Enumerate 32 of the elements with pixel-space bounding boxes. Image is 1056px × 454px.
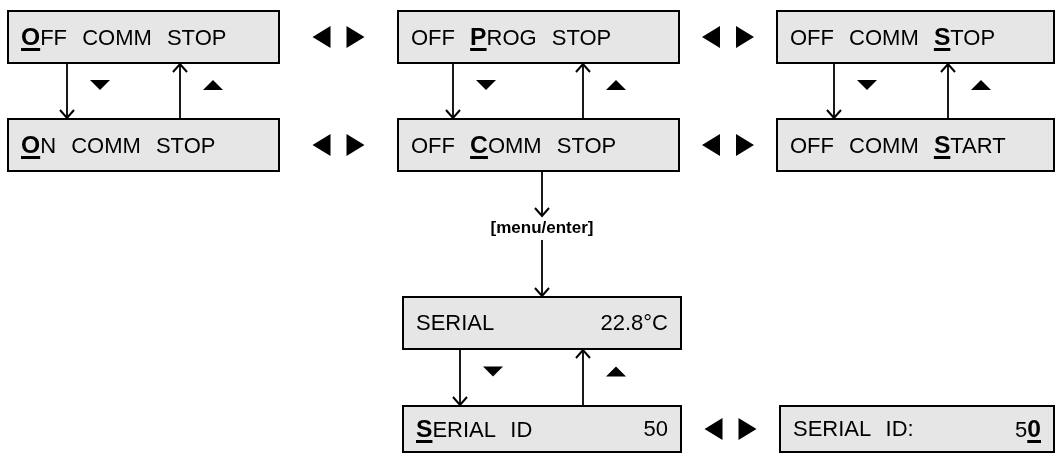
display-text: OFF COMM START xyxy=(790,131,1006,159)
display-text: 22.8°C xyxy=(600,310,668,336)
arrow xyxy=(172,63,188,119)
lcd-display xyxy=(402,405,682,453)
display-text: OFF COMM STOP xyxy=(411,131,617,159)
arrow xyxy=(59,63,75,119)
display-text: 50 xyxy=(1015,415,1041,443)
display-text: OFF COMM STOP xyxy=(21,23,227,51)
lcd-display xyxy=(7,10,280,64)
lcd-display xyxy=(7,118,280,172)
lcd-display xyxy=(397,118,680,172)
arrow xyxy=(826,63,842,119)
display-text: OFF PROG STOP xyxy=(411,23,612,51)
lcd-display xyxy=(779,405,1055,453)
arrow xyxy=(534,171,550,217)
display-text: OFF COMM STOP xyxy=(790,23,996,51)
arrow xyxy=(445,63,461,119)
display-text: SERIAL ID: xyxy=(793,416,914,442)
display-text: 50 xyxy=(643,416,668,442)
lcd-display xyxy=(397,10,680,64)
display-text: SERIAL ID xyxy=(416,415,533,443)
arrow xyxy=(575,349,591,406)
lcd-display xyxy=(402,296,682,350)
display-text: SERIAL xyxy=(416,310,495,336)
lcd-display xyxy=(776,118,1055,172)
arrow xyxy=(940,63,956,119)
arrow xyxy=(575,63,591,119)
lcd-display xyxy=(776,10,1055,64)
arrow xyxy=(534,239,550,297)
key-label: [menu/enter] xyxy=(490,218,594,238)
display-text: ON COMM STOP xyxy=(21,131,216,159)
arrow xyxy=(452,349,468,406)
